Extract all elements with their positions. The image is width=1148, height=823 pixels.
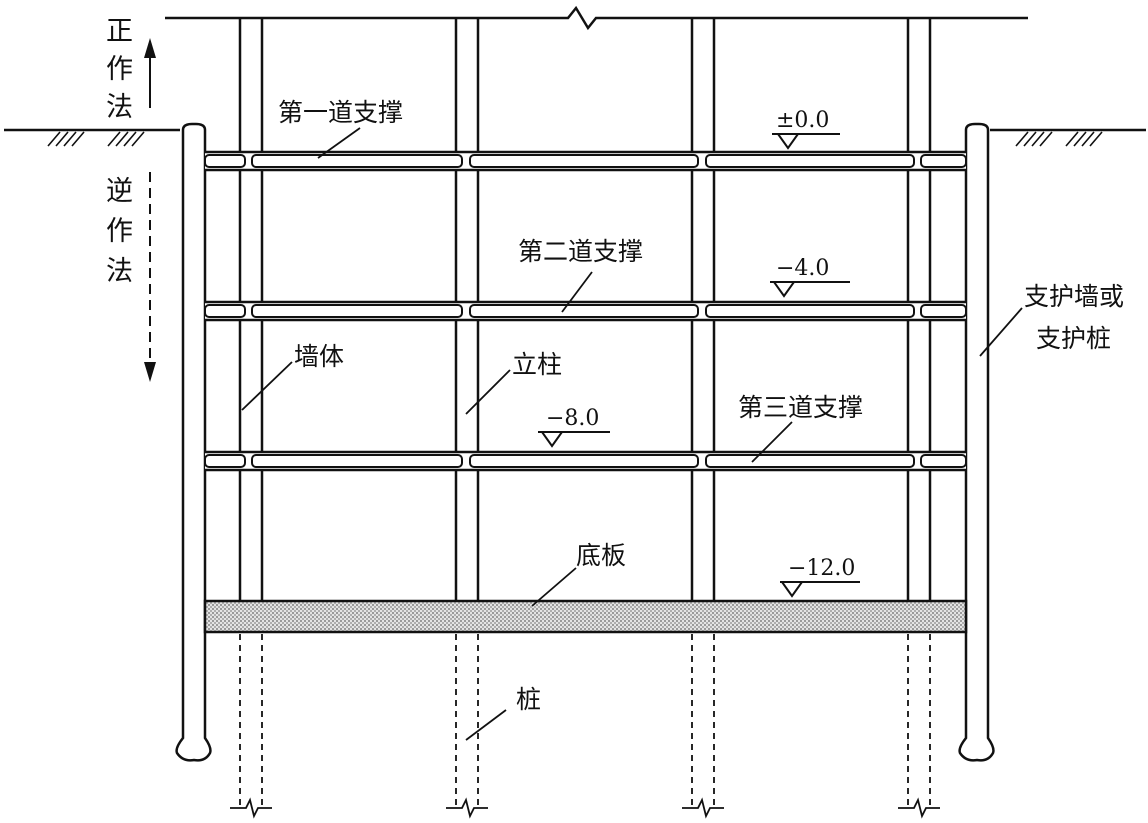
wall-label: 墙体 xyxy=(294,342,344,371)
piles xyxy=(239,634,931,808)
pile-break-marks xyxy=(230,797,940,819)
strut-1-label: 第一道支撑 xyxy=(278,98,403,127)
top-down-char-3: 法 xyxy=(106,92,133,123)
strut-2 xyxy=(204,300,967,322)
strut-3-label: 第三道支撑 xyxy=(738,393,863,422)
strut-3 xyxy=(204,450,967,472)
column-label: 立柱 xyxy=(512,350,562,379)
top-down-method-indicator: 正 作 法 xyxy=(106,16,156,123)
base-slab-label: 底板 xyxy=(576,541,626,570)
elevation-marker-minus4: −4.0 xyxy=(770,256,850,298)
bottom-up-char-1: 逆 xyxy=(106,176,133,207)
elevation-marker-0: ±0.0 xyxy=(772,108,840,150)
elevation-label-minus8: −8.0 xyxy=(546,406,599,431)
down-arrow-icon xyxy=(144,362,156,382)
elevation-label-0: ±0.0 xyxy=(776,108,829,133)
retaining-wall-label-line2: 支护桩 xyxy=(1036,324,1111,353)
elevation-label-minus4: −4.0 xyxy=(776,256,829,281)
strut-1 xyxy=(204,150,967,172)
retaining-wall-right xyxy=(958,122,995,762)
retaining-wall-left xyxy=(175,122,212,762)
elevation-label-minus12: −12.0 xyxy=(788,556,855,581)
bottom-up-method-indicator: 逆 作 法 xyxy=(106,172,156,382)
top-down-char-2: 作 xyxy=(106,54,133,85)
ground-surface-left xyxy=(4,128,180,147)
bottom-up-char-3: 法 xyxy=(106,256,133,287)
top-down-char-1: 正 xyxy=(106,16,133,47)
upper-building-line xyxy=(165,5,1028,31)
base-slab xyxy=(203,599,968,634)
elevation-marker-minus12: −12.0 xyxy=(780,556,860,598)
retaining-wall-label-line1: 支护墙或 xyxy=(1024,282,1124,311)
elevation-marker-minus8: −8.0 xyxy=(538,406,610,448)
bottom-up-char-2: 作 xyxy=(106,216,133,247)
ground-surface-right xyxy=(990,128,1146,147)
leader-lines xyxy=(241,127,1023,741)
up-arrow-icon xyxy=(144,38,156,58)
pile-label: 桩 xyxy=(516,685,541,714)
strut-2-label: 第二道支撑 xyxy=(518,237,643,266)
